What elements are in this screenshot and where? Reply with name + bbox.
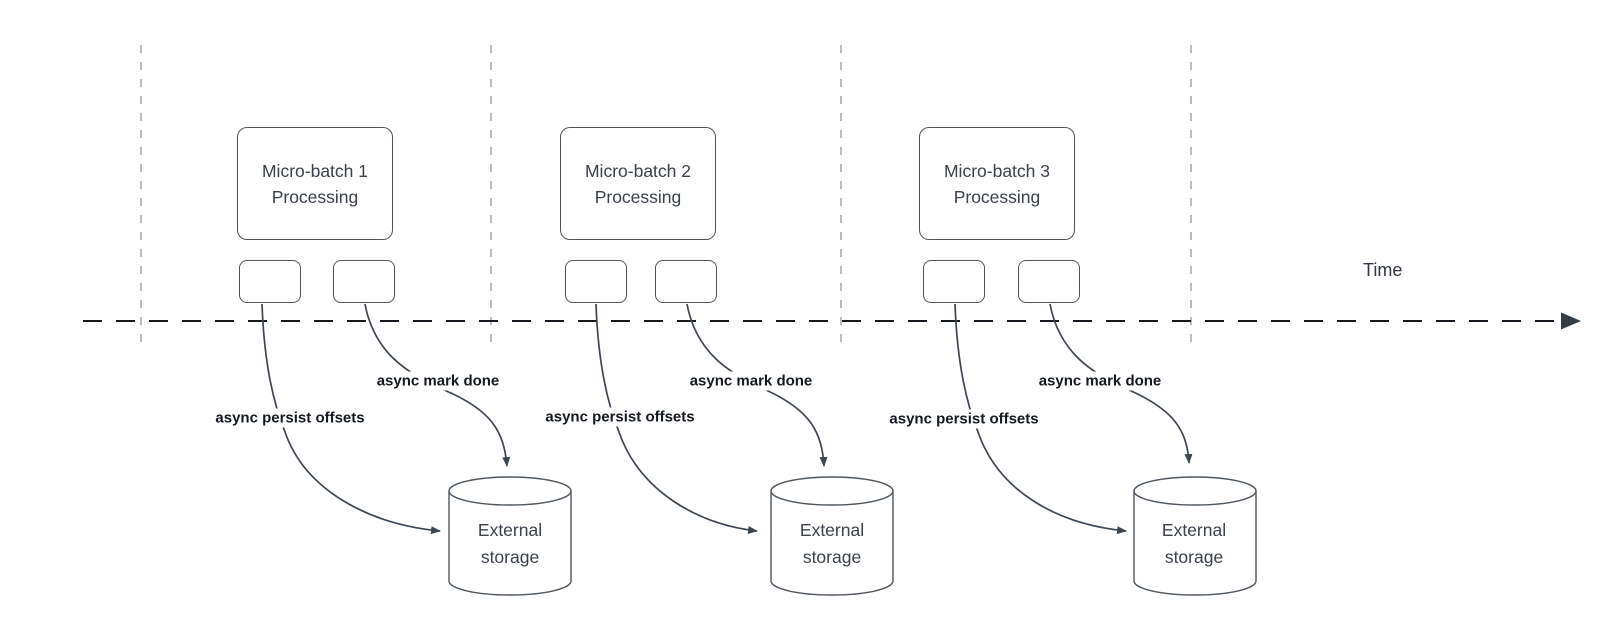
external-storage-cylinder-3 (1133, 476, 1257, 596)
mark-done-task-box-2 (655, 260, 717, 303)
mark-done-task-box-3 (1018, 260, 1080, 303)
micro-batch-1-box: Micro-batch 1 Processing (237, 127, 393, 240)
persist-offsets-task-box-1 (239, 260, 301, 303)
persist-offsets-task-box-3 (923, 260, 985, 303)
micro-batch-3-box: Micro-batch 3 Processing (919, 127, 1075, 240)
mark-done-edge-label-1: async mark done (372, 371, 504, 391)
time-axis-arrowhead-icon (1561, 312, 1581, 330)
persist-offsets-edge-label-2: async persist offsets (541, 407, 699, 427)
time-axis (83, 312, 1581, 330)
persist-offsets-arrow-1 (261, 303, 441, 535)
external-storage-label-1: External storage (477, 520, 543, 567)
micro-batch-1-label: Micro-batch 1 Processing (261, 160, 368, 207)
external-storage-cylinder-1 (448, 476, 572, 596)
external-storage-label-2: External storage (799, 520, 865, 567)
persist-offsets-edge-label-3: async persist offsets (885, 409, 1043, 429)
external-storage-label-3: External storage (1161, 520, 1227, 567)
micro-batch-3-label: Micro-batch 3 Processing (943, 160, 1050, 207)
persist-offsets-edge-label-1: async persist offsets (211, 408, 369, 428)
mark-done-task-box-1 (333, 260, 395, 303)
persist-offsets-arrow-3 (954, 303, 1127, 535)
time-axis-caption: Time (1363, 260, 1403, 280)
external-storage-cylinder-2 (770, 476, 894, 596)
persist-offsets-task-box-2 (565, 260, 627, 303)
micro-batch-2-label: Micro-batch 2 Processing (584, 160, 691, 207)
mark-done-edge-label-2: async mark done (685, 371, 817, 391)
mark-done-edge-label-3: async mark done (1034, 371, 1166, 391)
micro-batch-2-box: Micro-batch 2 Processing (560, 127, 716, 240)
persist-offsets-arrow-2 (595, 303, 758, 534)
